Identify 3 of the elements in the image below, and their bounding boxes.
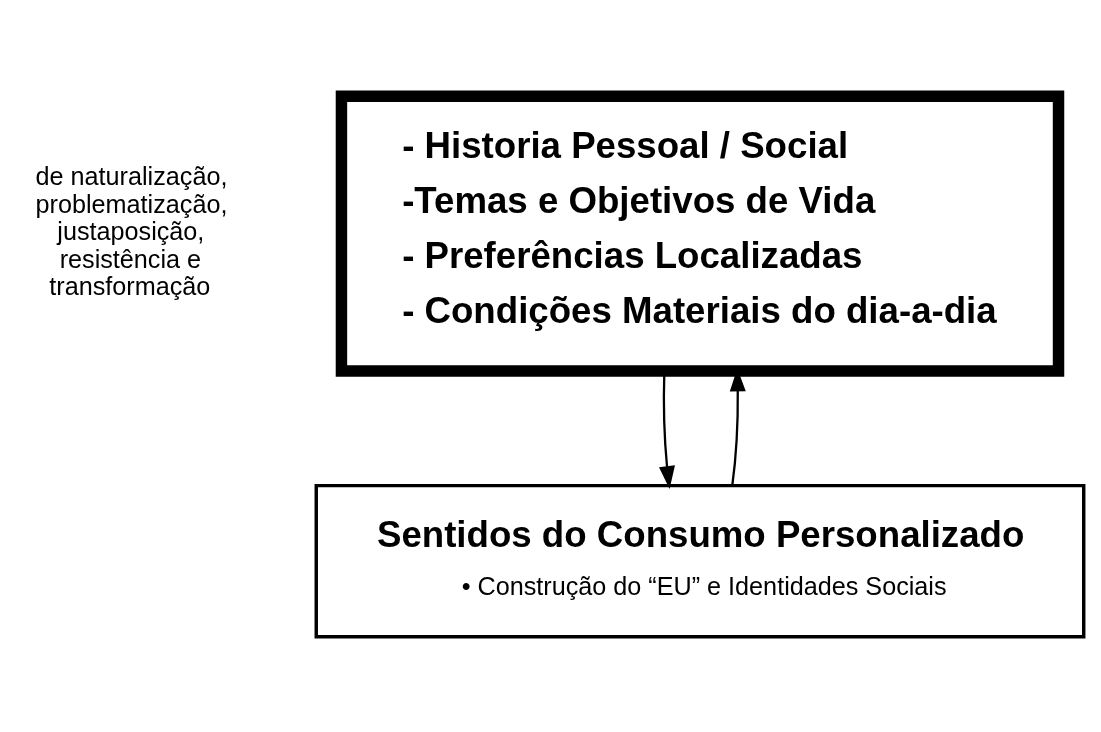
node-box: Sentidos do Consumo Personalizado • Construção do “EU” e Identidades Sociais	[314, 483, 1086, 639]
node-box: - Historia Pessoal / Social -Temas e Objetivos de Vida - Preferências Localizadas - Condições Materiais do dia-a-dia	[335, 89, 1065, 377]
label: de naturalização, problematização, justaposição, resistência e transformação	[35, 161, 228, 300]
